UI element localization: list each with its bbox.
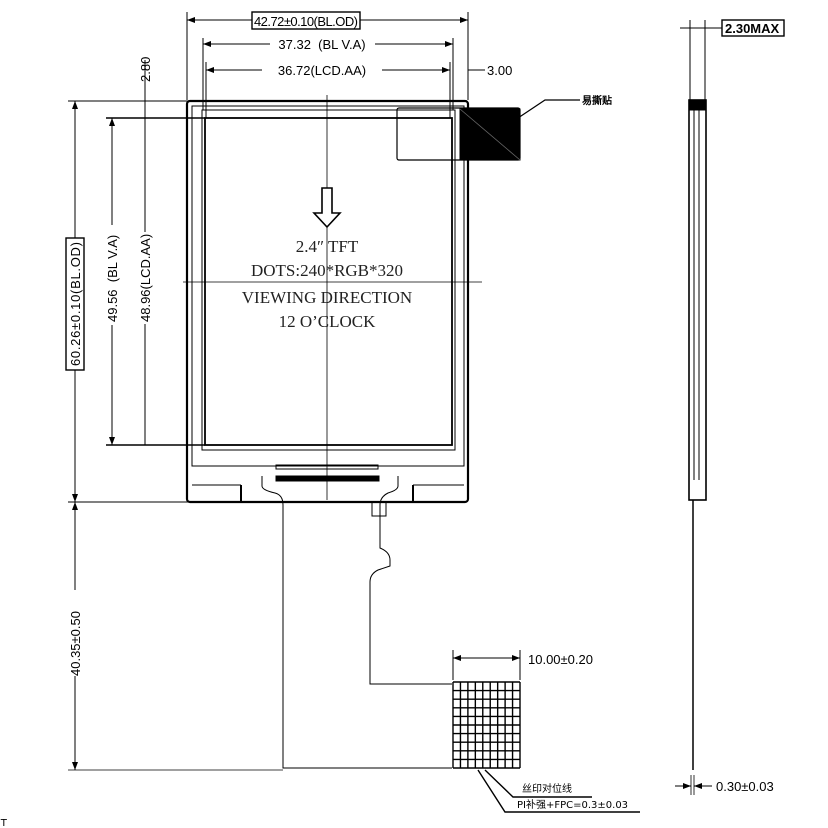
corner-fragment: 'T: [0, 818, 8, 828]
viewing-direction-value: 12 O’CLOCK: [279, 312, 377, 331]
bl-va-height-label: 49.56 (BL V.A): [105, 235, 120, 322]
lcd-aa-width-label: 36.72(LCD.AA): [278, 63, 366, 78]
bl-va-width-label: 37.32 (BL V.A): [278, 37, 365, 52]
dots-text: DOTS:240*RGB*320: [251, 261, 403, 280]
viewing-direction-text: VIEWING DIRECTION: [242, 288, 412, 307]
tape-label: 易撕贴: [582, 94, 612, 107]
fpc-thickness-label: 0.30±0.03: [716, 779, 774, 794]
bl-od-height-label: 60.26±0.10(BL.OD): [68, 242, 83, 366]
viewing-direction-arrow: [312, 187, 342, 229]
lcd-aa-height-label: 48.96(LCD.AA): [138, 234, 153, 322]
backlight-outline: [185, 99, 470, 504]
thickness-label: 2.30MAX: [725, 21, 780, 36]
fpc-bond-pad: [275, 475, 380, 482]
bl-od-width-label: 42.72±0.10(BL.OD): [254, 14, 358, 29]
connector-width-label: 10.00±0.20: [528, 652, 593, 667]
right-offset-label: 3.00: [487, 63, 512, 78]
fpc-tail: [261, 476, 452, 769]
fpc-connector-grid: [452, 681, 521, 769]
silkscreen-label: 丝印对位线: [522, 782, 572, 795]
stiffener-label: PI补强+FPC=0.3±0.03: [517, 798, 628, 811]
lcd-active-area: [204, 117, 453, 446]
side-view-module: [688, 99, 707, 501]
screen-size-text: 2.4″ TFT: [296, 237, 359, 256]
tape-leader: [514, 99, 580, 121]
bl-va-frame: [201, 109, 456, 451]
top-offset-label: 2.80: [138, 57, 153, 82]
fpc-length-label: 40.35±0.50: [68, 611, 83, 676]
